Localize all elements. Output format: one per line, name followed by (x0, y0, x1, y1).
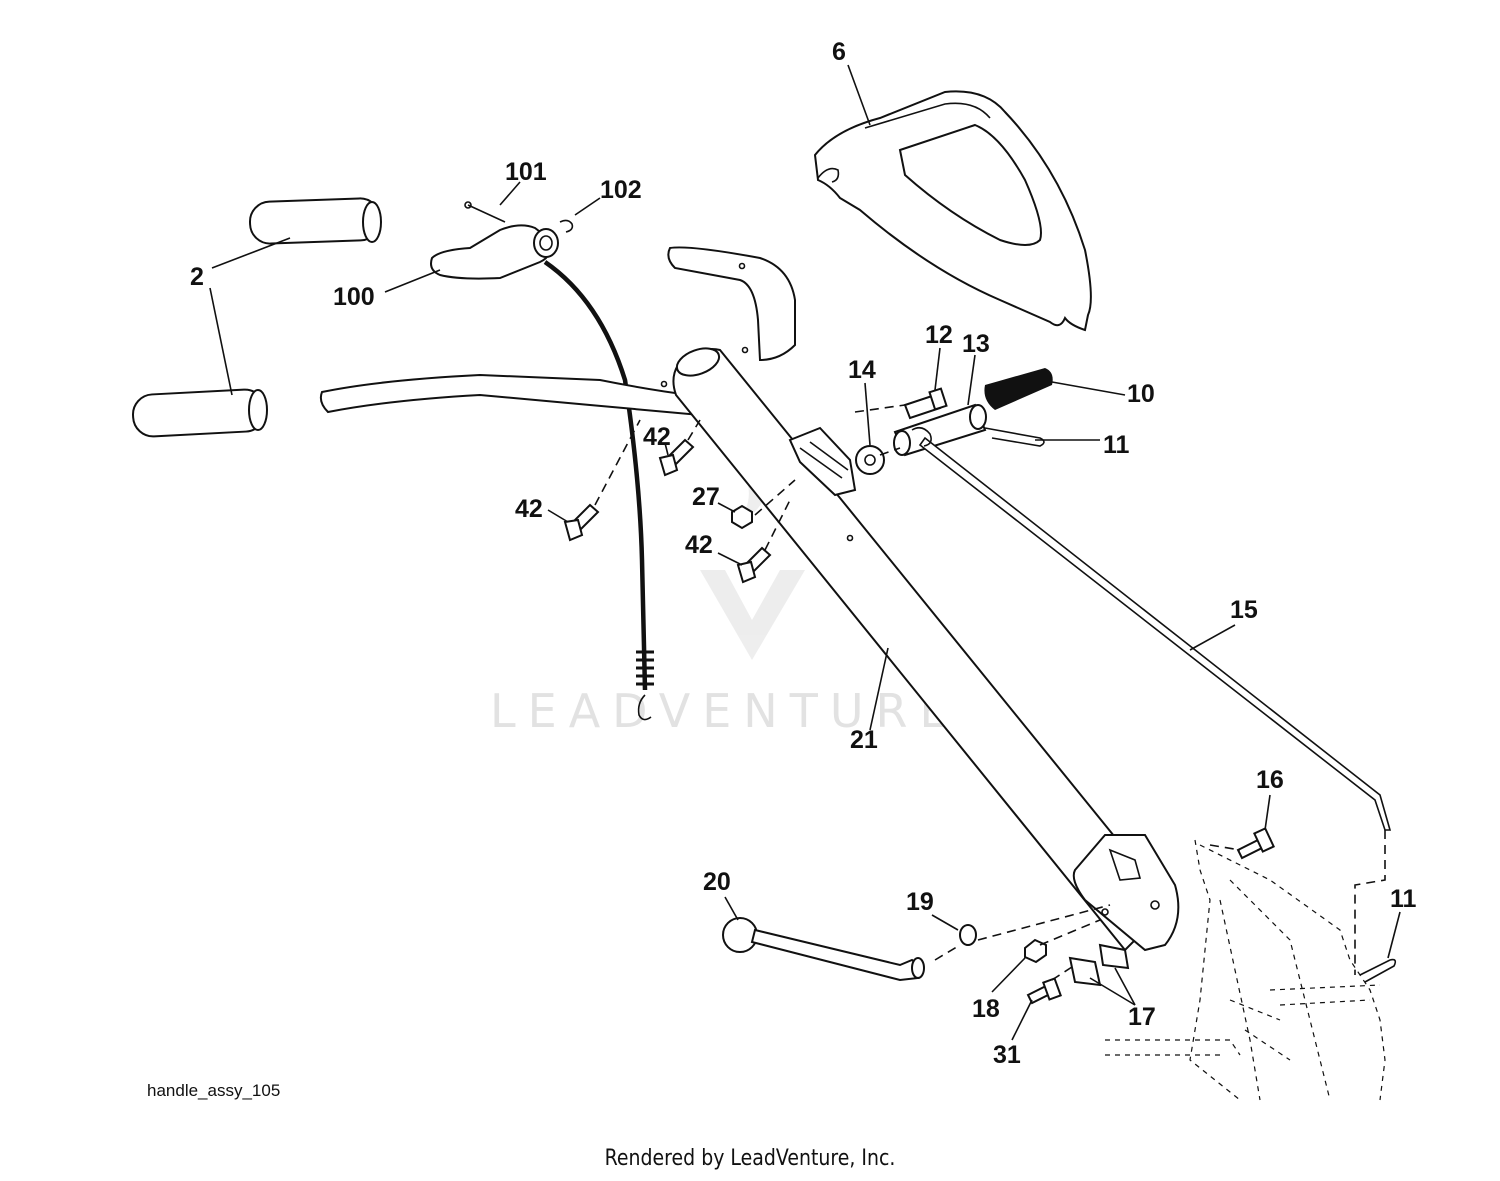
console-cover (813, 90, 1092, 332)
callout-13: 13 (962, 330, 990, 358)
callout-27: 27 (692, 483, 720, 511)
callout-21: 21 (850, 726, 878, 754)
callout-42-c: 42 (685, 531, 713, 559)
callout-100: 100 (333, 283, 375, 311)
bolt-42-c (736, 546, 772, 584)
bolt-42-b (658, 438, 695, 477)
callout-18: 18 (972, 995, 1000, 1023)
assembly-dashed-lines (594, 404, 1386, 981)
callout-31: 31 (993, 1041, 1021, 1069)
control-bracket (788, 426, 857, 497)
callout-15: 15 (1230, 596, 1258, 624)
callout-19: 19 (906, 888, 934, 916)
clip-102 (559, 219, 574, 233)
diagram-id-label: handle_assy_105 (147, 1081, 281, 1100)
throttle-cable (543, 260, 648, 691)
bolt-31 (1026, 977, 1062, 1005)
shift-lever-13 (893, 403, 987, 457)
callout-2: 2 (190, 263, 204, 291)
hand-grip-upper (248, 197, 382, 245)
spacer-14 (855, 445, 885, 475)
bolt-42-a (563, 503, 600, 542)
leader-lines (209, 64, 1401, 1041)
callout-labels: 6 101 102 2 100 12 13 14 10 11 42 27 42 … (190, 38, 1417, 1069)
tiller-frame-outline (1105, 839, 1386, 1101)
washer-19 (959, 924, 977, 946)
handle-base-bracket (1072, 834, 1180, 952)
cable-spring-end (636, 650, 654, 721)
hairpin-clip-11-upper (984, 427, 1045, 447)
callout-42-b: 42 (643, 423, 671, 451)
callout-20: 20 (703, 868, 731, 896)
watermark-text: LEADVENTURE (490, 684, 961, 738)
shift-lever-20 (722, 917, 925, 982)
nut-27 (731, 504, 753, 530)
control-lever (430, 201, 559, 280)
callout-10: 10 (1127, 380, 1155, 408)
lever-knob-10 (984, 368, 1053, 410)
callout-17: 17 (1128, 1003, 1156, 1031)
callout-101: 101 (505, 158, 547, 186)
callout-6: 6 (832, 38, 846, 66)
pivot-bolt-12 (903, 387, 948, 420)
callout-42-a: 42 (515, 495, 543, 523)
callout-11-upper: 11 (1103, 431, 1130, 459)
caps-17 (1068, 943, 1130, 987)
callout-16: 16 (1256, 766, 1284, 794)
callout-12: 12 (925, 321, 953, 349)
callout-102: 102 (600, 176, 642, 204)
callout-14: 14 (848, 356, 876, 384)
upper-handlebar (319, 246, 796, 417)
callout-11-lower: 11 (1390, 885, 1417, 913)
bolt-16 (1236, 827, 1275, 860)
hairpin-clip-11-lower (1359, 958, 1397, 983)
hand-grip-lower (132, 388, 268, 438)
footer-credit: Rendered by LeadVenture, Inc. (604, 1146, 896, 1171)
